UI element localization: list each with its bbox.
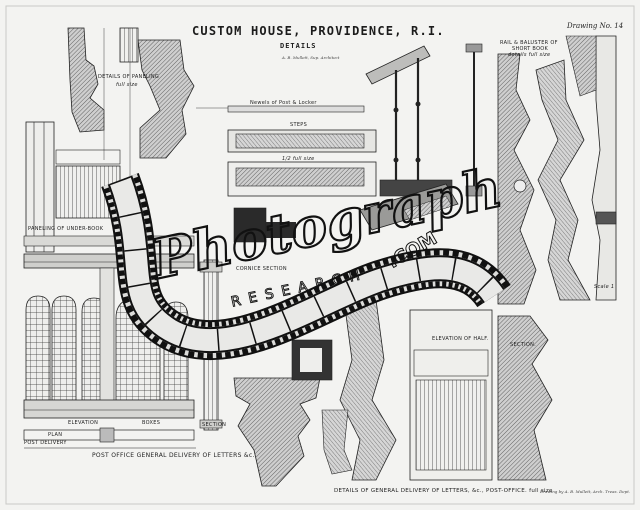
rail-balusters <box>365 43 483 197</box>
drawing-credit: A. B. Mullett, Sup. Architect <box>282 55 340 60</box>
label-section-small: SECTION <box>202 422 227 428</box>
label-rail-baluster-2: SHORT BOOK <box>512 46 549 52</box>
label-scale-half: 1/2 full size <box>282 156 315 162</box>
steps-drawing <box>196 105 377 197</box>
paneling-profile <box>67 27 195 200</box>
label-details-scale: full size <box>116 82 138 88</box>
label-details-of-paneling: DETAILS OF PANELING <box>98 74 160 80</box>
label-post-delivery: POST DELIVERY <box>24 440 67 446</box>
drawing-subtitle: DETAILS <box>280 42 317 50</box>
label-boxes: BOXES <box>142 420 161 426</box>
label-section: SECTION. <box>510 342 537 348</box>
footer-credit: Drawing by A. B. Mullett, Arch. Treas. D… <box>540 489 631 494</box>
label-post-office-general: POST OFFICE GENERAL DELIVERY OF LETTERS … <box>92 452 255 459</box>
cornice-section <box>233 183 459 243</box>
bottom-profiles <box>233 339 353 487</box>
drawing-title: CUSTOM HOUSE, PROVIDENCE, R.I. <box>192 24 445 38</box>
label-newels: Newels of Post & Locker <box>250 100 317 106</box>
label-elevation-half: ELEVATION OF HALF. <box>432 336 489 342</box>
film-strip-watermark <box>101 172 511 361</box>
elevation-half <box>339 299 553 481</box>
sheet-border <box>5 5 635 505</box>
label-cornice-section: CORNICE SECTION <box>236 266 287 272</box>
label-details-general: DETAILS OF GENERAL DELIVERY OF LETTERS, … <box>334 488 553 494</box>
label-plan: PLAN <box>48 432 63 438</box>
label-paneling-under-book: PANELING OF UNDER-BOOK <box>28 226 104 232</box>
drawing-number: Drawing No. 14 <box>567 22 624 30</box>
label-steps: STEPS <box>290 122 308 128</box>
label-elevation: ELEVATION <box>68 420 99 426</box>
label-scale-note: Scale 1 <box>594 284 615 290</box>
label-rail-scale: details full size <box>508 52 551 58</box>
label-rail-baluster: RAIL & BALUSTER OF <box>500 40 558 46</box>
baluster-profiles <box>497 35 617 305</box>
